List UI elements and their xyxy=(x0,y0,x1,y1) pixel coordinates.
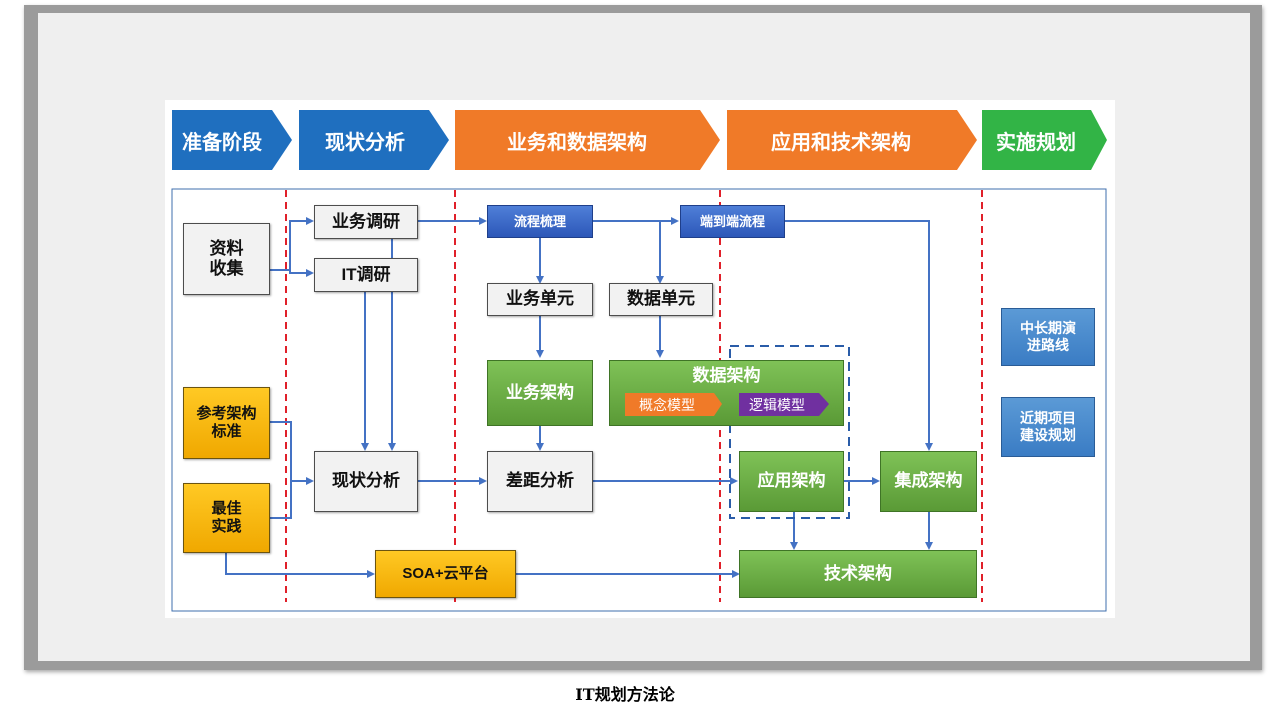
phase-label-app-tech: 应用和技术架构 xyxy=(771,131,911,154)
phase-label-business-data: 业务和数据架构 xyxy=(507,131,647,154)
box-long-term-roadmap: 中长期演 进路线 xyxy=(1001,308,1095,366)
box-best-practice: 最佳 实践 xyxy=(183,483,270,553)
box-business-unit: 业务单元 xyxy=(487,283,593,316)
phase-arrow-implementation xyxy=(982,110,1107,170)
box-it-research: IT调研 xyxy=(314,258,418,292)
box-business-architecture: 业务架构 xyxy=(487,360,593,426)
data-architecture-title: 数据架构 xyxy=(692,366,761,385)
figure-caption: IT规划方法论 xyxy=(575,685,675,704)
box-e2e-process: 端到端流程 xyxy=(680,205,785,238)
diagram-canvas: 准备阶段 现状分析 业务和数据架构 应用和技术架构 实施规划 xyxy=(165,100,1115,618)
phase-header-shapes xyxy=(172,110,1107,170)
box-gap-analysis: 差距分析 xyxy=(487,451,593,512)
conceptual-model-tag: 概念模型 xyxy=(639,396,695,413)
box-data-unit: 数据单元 xyxy=(609,283,713,316)
connector-collect-it xyxy=(289,269,314,277)
connector-bestpractice-current xyxy=(270,481,292,519)
box-process-review: 流程梳理 xyxy=(487,205,593,238)
phase-label-current: 现状分析 xyxy=(325,131,405,154)
box-data-collection: 资料 收集 xyxy=(183,223,270,295)
connector-collect-business xyxy=(270,217,314,271)
connector-bestpractice-soa xyxy=(225,553,375,578)
box-technology-architecture: 技术架构 xyxy=(739,550,977,598)
connector-reference-current xyxy=(270,421,314,485)
box-near-term-projects: 近期项目 建设规划 xyxy=(1001,397,1095,457)
box-business-research: 业务调研 xyxy=(314,205,418,239)
phase-arrow-current xyxy=(299,110,449,170)
phase-arrow-business-data xyxy=(455,110,720,170)
box-soa-cloud-platform: SOA+云平台 xyxy=(375,550,516,598)
phase-label-implementation: 实施规划 xyxy=(996,131,1076,154)
box-integration-architecture: 集成架构 xyxy=(880,451,977,512)
box-application-architecture: 应用架构 xyxy=(739,451,844,512)
phase-arrow-app-tech xyxy=(727,110,977,170)
logical-model-tag: 逻辑模型 xyxy=(749,396,805,413)
box-current-analysis: 现状分析 xyxy=(314,451,418,512)
phase-label-prep: 准备阶段 xyxy=(182,131,262,154)
phase-arrow-prep xyxy=(172,110,292,170)
box-reference-architecture: 参考架构 标准 xyxy=(183,387,270,459)
